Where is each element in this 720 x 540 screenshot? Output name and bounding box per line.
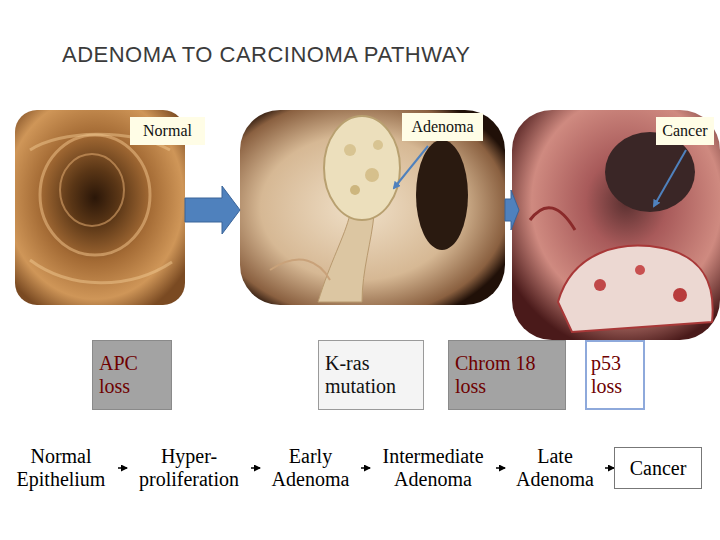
node-text: Hyper- proliferation: [127, 445, 251, 491]
stage-box: Late Adenoma: [505, 440, 605, 496]
cancer-colon-photo: [512, 110, 720, 340]
block-arrow: [185, 186, 240, 234]
node-text: Early Adenoma: [260, 445, 361, 491]
stage-box: Hyper- proliferation: [127, 440, 251, 496]
node-text: Cancer: [662, 122, 707, 140]
stage-box: Intermediate Adenoma: [370, 440, 496, 496]
mutation-box: Chrom 18 loss: [448, 340, 566, 410]
stage-box: Cancer: [614, 447, 702, 489]
node-text: APC loss: [99, 352, 165, 398]
mutation-box: p53 loss: [585, 340, 645, 410]
node-text: Late Adenoma: [505, 445, 605, 491]
stage-box: Early Adenoma: [260, 440, 361, 496]
node-text: K-ras mutation: [325, 352, 417, 398]
adenoma-colon-photo: [240, 110, 505, 305]
stage-arrow: [118, 467, 127, 469]
stage-arrow: [605, 467, 614, 469]
photo-label: Cancer: [656, 117, 714, 145]
node-text: Normal Epithelium: [4, 445, 118, 491]
node-text: Intermediate Adenoma: [370, 445, 496, 491]
stage-arrow: [496, 467, 505, 469]
node-text: Cancer: [630, 457, 687, 480]
mutation-box: K-ras mutation: [318, 340, 424, 410]
node-text: Adenoma: [411, 118, 473, 136]
photo-label: Adenoma: [402, 113, 483, 141]
block-arrow: [505, 190, 519, 230]
node-text: p53 loss: [591, 352, 639, 398]
stage-arrow: [361, 467, 370, 469]
node-text: Normal: [143, 122, 192, 140]
mutation-box: APC loss: [92, 340, 172, 410]
leader-line: [394, 146, 428, 188]
node-text: Chrom 18 loss: [455, 352, 559, 398]
leader-line: [654, 150, 686, 206]
photo-label: Normal: [130, 117, 205, 145]
stage-arrow: [251, 467, 260, 469]
slide-title: ADENOMA TO CARCINOMA PATHWAY: [62, 42, 470, 68]
stage-box: Normal Epithelium: [4, 440, 118, 496]
